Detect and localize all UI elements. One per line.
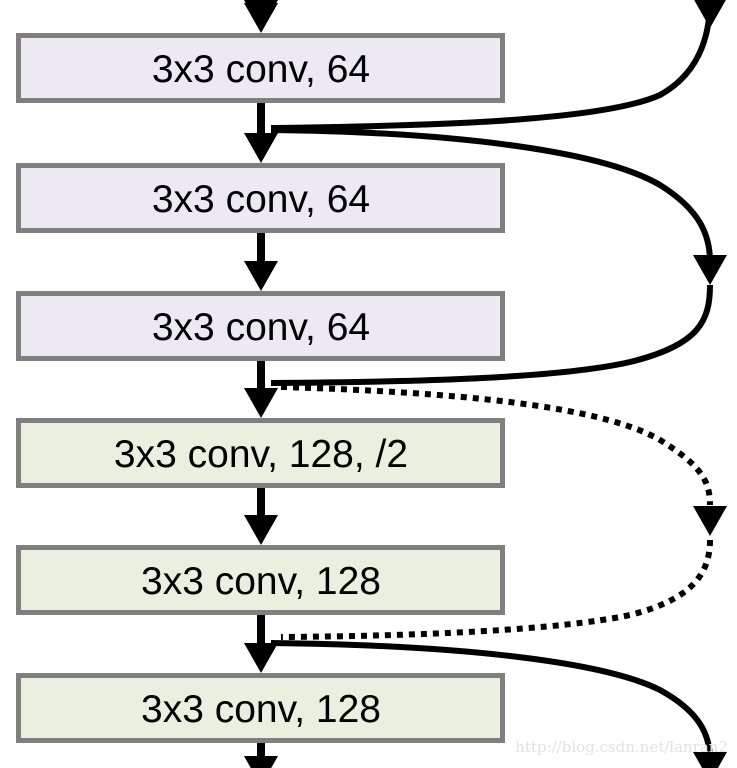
shortcut-curve-1-return [270, 0, 713, 131]
layer-box-6: 3x3 conv, 128 [16, 673, 505, 743]
main-flow-arrowhead-bottom [244, 756, 278, 768]
main-flow-arrowhead-4 [244, 388, 278, 418]
shortcut-arrowhead-4 [693, 752, 727, 768]
shortcut-curve-4-out [270, 640, 713, 761]
layer-label: 3x3 conv, 64 [152, 306, 370, 349]
main-flow-arrowhead-5 [244, 515, 278, 545]
layer-label: 3x3 conv, 64 [152, 48, 370, 91]
shortcut-arrowhead-3 [693, 506, 727, 536]
shortcut-arrowhead-2 [693, 255, 727, 285]
layer-box-2: 3x3 conv, 64 [16, 163, 505, 233]
shortcut-curve-2-out [270, 127, 713, 263]
layer-box-5: 3x3 conv, 128 [16, 545, 505, 615]
layer-label: 3x3 conv, 128 [141, 688, 381, 731]
main-flow-arrowhead-top [244, 0, 278, 30]
shortcut-curve-2-return [270, 284, 713, 386]
layer-rect [16, 545, 505, 615]
layer-box-4: 3x3 conv, 128, /2 [16, 418, 505, 488]
layer-box-3: 3x3 conv, 64 [16, 291, 505, 361]
watermark-text: http://blog.csdn.net/lanran2 [515, 738, 728, 756]
main-flow-arrowhead-3 [244, 261, 278, 291]
layer-rect [16, 291, 505, 361]
layer-label: 3x3 conv, 128, /2 [114, 433, 408, 476]
main-flow-arrowhead-6 [244, 643, 278, 673]
layer-rect [16, 163, 505, 233]
layer-rect [16, 418, 505, 488]
layer-rect [16, 33, 505, 103]
main-flow-arrowhead-2 [244, 133, 278, 163]
layer-label: 3x3 conv, 128 [141, 560, 381, 603]
layer-rect [16, 673, 505, 743]
layer-label: 3x3 conv, 64 [152, 178, 370, 221]
shortcut-curve-3-return [280, 539, 713, 640]
layer-box-1: 3x3 conv, 64 [16, 33, 505, 103]
shortcut-arrowhead-1 [694, 0, 726, 28]
